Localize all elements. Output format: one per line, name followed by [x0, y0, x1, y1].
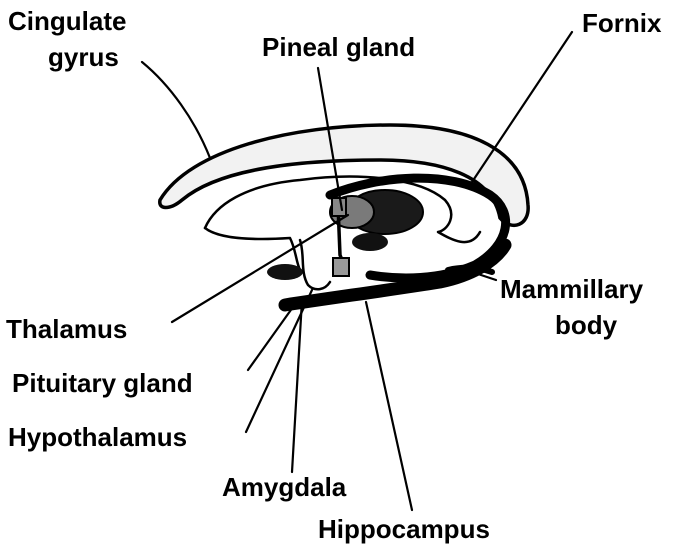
inner-contour-lower: [205, 228, 300, 270]
hypothalamus-shape: [300, 240, 330, 289]
label-fornix: Fornix: [582, 8, 662, 38]
leader-fornix: [468, 32, 572, 188]
label-mammillary-body-2: body: [555, 310, 618, 340]
label-thalamus: Thalamus: [6, 314, 127, 344]
pineal-gland-box: [332, 198, 346, 216]
anterior-thalamus: [352, 233, 388, 251]
label-pineal-gland: Pineal gland: [262, 32, 415, 62]
label-cingulate-gyrus-1: Cingulate: [8, 6, 126, 36]
label-pituitary-gland: Pituitary gland: [12, 368, 193, 398]
amygdala-shape: [267, 264, 303, 280]
label-mammillary-body-1: Mammillary: [500, 274, 644, 304]
leader-hippocampus: [366, 302, 412, 510]
pituitary-body: [333, 258, 349, 276]
leader-cingulate: [142, 62, 210, 158]
label-cingulate-gyrus-2: gyrus: [48, 42, 119, 72]
label-hippocampus: Hippocampus: [318, 514, 490, 544]
label-hypothalamus: Hypothalamus: [8, 422, 187, 452]
leader-amygdala: [292, 300, 302, 472]
label-amygdala: Amygdala: [222, 472, 347, 502]
